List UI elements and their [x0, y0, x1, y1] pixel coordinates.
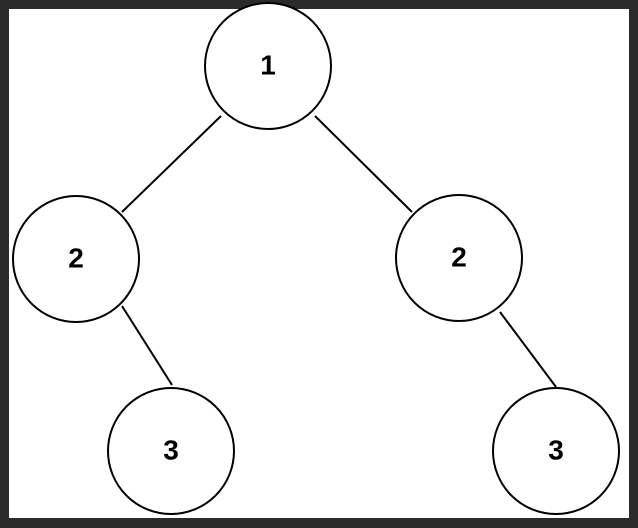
- node-label: 2: [451, 241, 467, 272]
- edge-left-left-right: [121, 305, 173, 386]
- tree-node-root: 1: [204, 2, 332, 130]
- node-label: 1: [260, 49, 276, 80]
- node-label: 3: [163, 434, 179, 465]
- tree-node-right-right: 3: [492, 387, 620, 515]
- edge-root-right: [314, 115, 413, 213]
- tree-node-left-right: 3: [107, 387, 235, 515]
- node-circle: [204, 2, 332, 130]
- node-circle: [107, 387, 235, 515]
- node-label: 3: [548, 434, 564, 465]
- edge-root-left: [121, 115, 222, 213]
- edge-right-right-right: [499, 311, 557, 388]
- tree-node-left: 2: [12, 195, 140, 323]
- node-circle: [12, 195, 140, 323]
- node-label: 2: [68, 242, 84, 273]
- tree-node-right: 2: [395, 194, 523, 322]
- node-circle: [492, 387, 620, 515]
- node-circle: [395, 194, 523, 322]
